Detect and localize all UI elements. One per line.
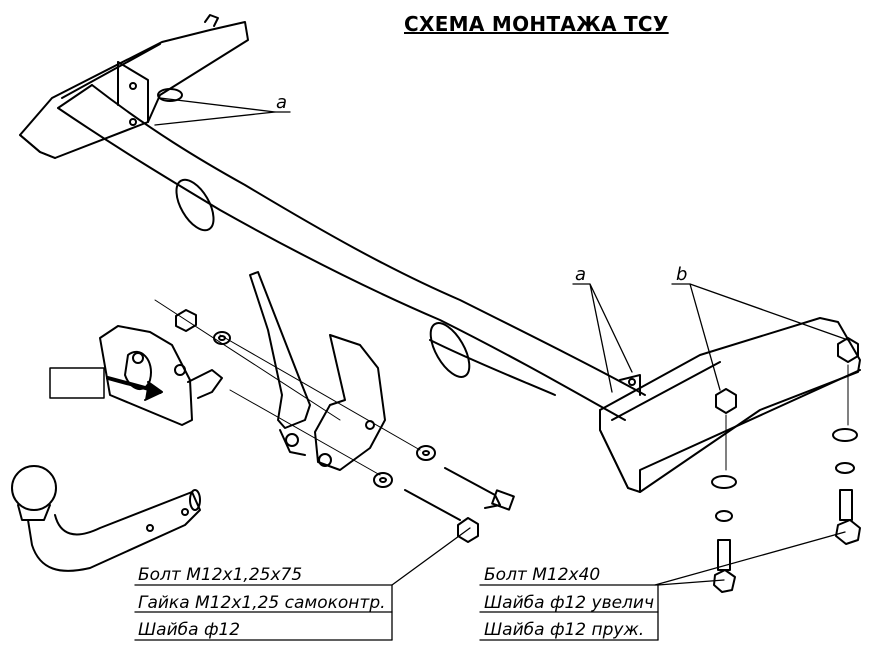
right-fasteners bbox=[711, 337, 861, 593]
part-left-2: Гайка М12х1,25 самоконтр. bbox=[138, 593, 386, 613]
part-right-2: Шайба ф12 увелич bbox=[484, 593, 654, 613]
towball-neck bbox=[11, 465, 201, 572]
callout-b: b bbox=[676, 264, 687, 285]
callout-a-upper: a bbox=[276, 92, 287, 113]
callout-a-lower: a bbox=[575, 264, 586, 285]
socket-plate bbox=[49, 325, 223, 426]
center-hitch-bracket bbox=[249, 271, 386, 471]
left-fasteners bbox=[154, 299, 515, 543]
page-title: СХЕМА МОНТАЖА ТСУ bbox=[404, 12, 669, 36]
left-mounting-bracket bbox=[19, 14, 249, 159]
part-right-3: Шайба ф12 пруж. bbox=[484, 620, 644, 640]
right-mounting-plate bbox=[599, 317, 861, 493]
part-left-1: Болт М12х1,25х75 bbox=[138, 565, 302, 585]
part-right-1: Болт М12х40 bbox=[484, 565, 600, 585]
parts-list-left: Болт М12х1,25х75 Гайка М12х1,25 самоконт… bbox=[134, 565, 393, 641]
part-left-3: Шайба ф12 bbox=[138, 620, 240, 640]
leader-lines bbox=[154, 97, 849, 586]
parts-list-right: Болт М12х40 Шайба ф12 увелич Шайба ф12 п… bbox=[479, 565, 659, 641]
main-cross-beam bbox=[57, 84, 646, 421]
